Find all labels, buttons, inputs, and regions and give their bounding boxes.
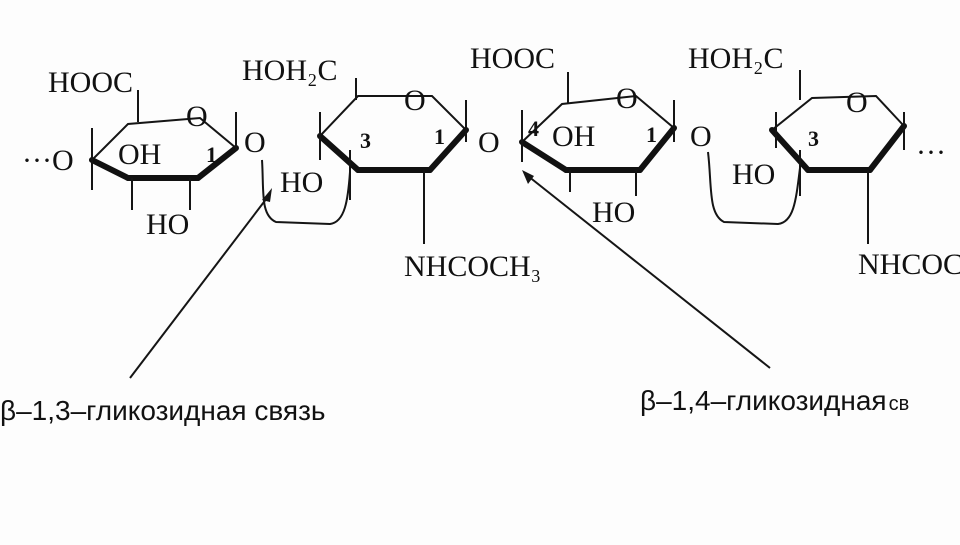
unit-2-position-number: 3	[360, 128, 371, 153]
beta13-bridge-link-2	[707, 151, 801, 226]
beta14-label-main: β–1,4–гликозидная	[640, 385, 887, 416]
unit-3-top-group: HOOC	[470, 42, 555, 75]
unit-2-hydroxyl-left: HO	[280, 166, 323, 199]
unit-4-hydroxyl-left: HO	[732, 158, 775, 191]
unit-4-amide: NHCOCH	[858, 248, 960, 281]
unit-3-position-number: 4	[528, 116, 539, 141]
beta14-pointer-line	[527, 175, 771, 369]
bridge-oxygen-2: O	[478, 126, 500, 159]
chain-end-dots: ···	[916, 136, 946, 169]
beta14-pointer-arrowhead	[522, 170, 534, 184]
unit-4-position-number: 3	[808, 126, 819, 151]
unit-2-amide: NHCOCH₃	[404, 250, 541, 283]
unit-2-anomeric-number: 1	[434, 124, 445, 149]
unit-1-hydroxyl-bottom: HO	[146, 208, 189, 241]
unit-3-hydroxyl-bottom: HO	[592, 196, 635, 229]
sugar-unit-1: ···O HOOC O OH 1 HO	[22, 66, 239, 241]
unit-3-ring-oxygen: O	[616, 82, 638, 115]
beta13-pointer-line	[129, 193, 271, 379]
unit-2-ring-oxygen: O	[404, 84, 426, 117]
ring-1-front-right	[195, 145, 239, 181]
unit-4-ring-oxygen: O	[846, 86, 868, 119]
unit-1-anomeric-number: 1	[206, 142, 217, 167]
ring-2-front-right	[427, 127, 469, 173]
unit-1-ring-oxygen: O	[186, 100, 208, 133]
ring-4-outline	[770, 94, 906, 171]
sugar-unit-2: HOH₂C O 3 1 HO NHCOCH₃	[242, 54, 541, 283]
unit-1-top-group: HOOC	[48, 66, 133, 99]
sugar-unit-3: HOOC O 4 OH 1 HO	[470, 42, 677, 229]
beta13-pointer-arrowhead	[262, 188, 272, 202]
bridge-oxygen-1: O	[244, 126, 266, 159]
sugar-unit-4: HOH₂C O 3 HO NHCOCH ···	[688, 42, 960, 281]
chain-start-oxygen: ···O	[22, 144, 74, 177]
ring-3-front-right	[637, 125, 677, 173]
ring-4-front-right	[867, 123, 907, 173]
unit-3-hydroxyl-top: OH	[552, 120, 595, 153]
ring-2-front-left	[317, 133, 361, 173]
ring-1-front-left	[89, 157, 131, 181]
beta13-glycosidic-bond-label: β–1,3–гликозидная связь	[0, 395, 326, 426]
unit-2-top-group: HOH₂C	[242, 54, 337, 87]
beta14-label-tail: св	[889, 393, 910, 415]
unit-4-top-group: HOH₂C	[688, 42, 783, 75]
bridge-oxygen-3: O	[690, 120, 712, 153]
beta13-bridge-link	[261, 159, 351, 226]
ring-4-front-left	[769, 127, 811, 173]
ring-3-front-left	[519, 139, 569, 173]
unit-1-hydroxyl-top: OH	[118, 138, 161, 171]
unit-3-anomeric-number: 1	[646, 122, 657, 147]
